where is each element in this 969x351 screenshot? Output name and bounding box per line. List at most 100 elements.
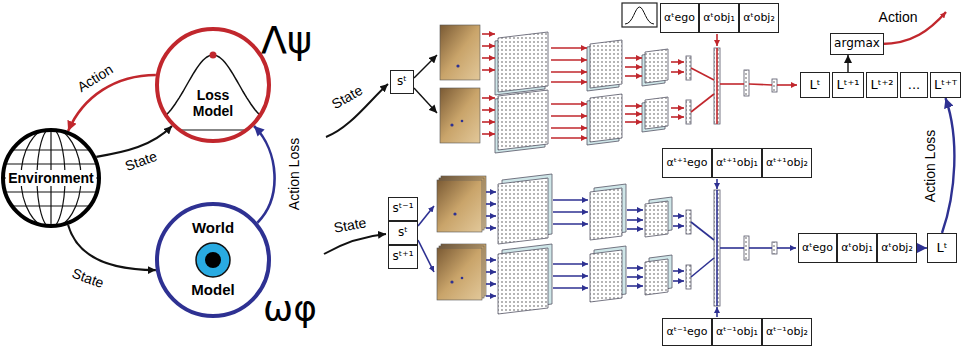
illustration-line bbox=[625, 105, 642, 107]
illustration-line bbox=[551, 71, 587, 73]
cell-label: αᵗobj₁ bbox=[703, 12, 735, 25]
illustration-line bbox=[716, 179, 718, 189]
state-cell: sᵗ⁺¹ bbox=[388, 245, 418, 269]
loss-model-circle-outline bbox=[155, 27, 271, 143]
text-holder: Environment bbox=[6, 169, 96, 187]
circle-border bbox=[157, 204, 269, 316]
illustration-circle bbox=[453, 212, 456, 215]
illustration-line bbox=[482, 121, 495, 123]
illustration-line bbox=[627, 228, 643, 230]
action-cell: αᵗ⁺¹obj₂ bbox=[762, 148, 812, 178]
illustration-line bbox=[625, 66, 642, 68]
illustration-line bbox=[551, 81, 587, 83]
text-holder: Loss Model bbox=[185, 87, 241, 120]
illustration-line bbox=[551, 137, 587, 139]
cell-label: αᵗobj₁ bbox=[841, 242, 873, 255]
free-label: Action bbox=[877, 9, 920, 25]
illustration-line bbox=[625, 121, 642, 123]
free-label: State bbox=[331, 214, 370, 236]
loss-cell: Lᵗ⁺² bbox=[866, 72, 898, 98]
illustration-line bbox=[777, 84, 797, 86]
illustration-polygon bbox=[590, 40, 622, 88]
cell-label: Lᵗ bbox=[936, 241, 947, 256]
illustration-polygon bbox=[498, 32, 548, 92]
cell-label: αᵗ⁻¹obj₁ bbox=[716, 326, 758, 339]
parallel bbox=[1, 163, 101, 164]
symbol-label: Λψ bbox=[261, 19, 312, 63]
illustration-line bbox=[482, 133, 495, 135]
illustration-polygon bbox=[498, 90, 548, 150]
edge-label-holder: Action bbox=[72, 59, 118, 97]
action-cell: αᵗobj₁ bbox=[699, 3, 739, 33]
cell-label: argmax bbox=[834, 37, 880, 51]
illustration-circle bbox=[450, 123, 453, 126]
illustration-rect bbox=[686, 265, 691, 289]
argmax-box: argmax bbox=[830, 33, 884, 55]
cell-label: αᵗobj₂ bbox=[881, 242, 913, 255]
illustration-line bbox=[777, 247, 796, 249]
illustration-line bbox=[486, 283, 496, 285]
action-cell: αᵗego bbox=[660, 3, 699, 33]
illustration-polygon bbox=[645, 49, 668, 83]
loss-model-circle: Loss ModelΛψ bbox=[155, 27, 271, 143]
parallel bbox=[1, 205, 101, 206]
node-label: Model bbox=[191, 281, 234, 298]
illustration-line bbox=[486, 271, 496, 273]
illustration-circle bbox=[450, 280, 453, 283]
illustration-line bbox=[671, 107, 684, 109]
loss-cell: Lᵗ⁺ᵀ bbox=[930, 72, 961, 98]
illustration-line bbox=[625, 57, 642, 59]
illustration-rect bbox=[772, 242, 777, 254]
illustration-circle bbox=[461, 277, 464, 280]
illustration-rect bbox=[437, 180, 482, 232]
illustration-line bbox=[553, 199, 588, 201]
illustration-polygon bbox=[498, 248, 548, 314]
illustration-line bbox=[486, 215, 496, 217]
node-label: Loss Model bbox=[185, 87, 241, 119]
connector bbox=[847, 55, 848, 72]
illustration-line bbox=[691, 68, 714, 80]
loss-cell: Lᵗ⁺¹ bbox=[832, 72, 864, 98]
illustration-line bbox=[553, 211, 588, 213]
action-cell: αᵗobj₂ bbox=[877, 233, 917, 263]
cell-label: ... bbox=[908, 78, 920, 93]
state-arrows bbox=[324, 55, 437, 254]
loss-cell: ... bbox=[900, 72, 928, 98]
state-cell: sᵗ⁻¹ bbox=[388, 197, 418, 221]
illustration-rect bbox=[686, 100, 691, 124]
illustration-line bbox=[749, 84, 772, 85]
connector bbox=[917, 247, 927, 249]
illustration-line bbox=[716, 48, 718, 124]
text-holder: Model bbox=[155, 281, 271, 299]
illustration-line bbox=[625, 113, 642, 115]
edge-label-holder: State bbox=[121, 146, 162, 175]
illustration-polygon bbox=[498, 178, 548, 244]
edge-label: State bbox=[68, 264, 108, 292]
parallel bbox=[1, 149, 101, 150]
illustration-line bbox=[553, 287, 588, 289]
illustration-g bbox=[495, 32, 777, 153]
cell-label: sᵗ⁻¹ bbox=[393, 202, 414, 216]
cell-label: αᵗobj₂ bbox=[743, 12, 775, 25]
illustration-line bbox=[720, 247, 744, 249]
illustration-line bbox=[716, 190, 718, 306]
illustration-line bbox=[551, 47, 587, 49]
illustration-line bbox=[482, 109, 495, 111]
illustration-line bbox=[673, 225, 684, 227]
gaussian-curve bbox=[155, 55, 271, 130]
illustration-polygon bbox=[645, 201, 668, 237]
edge-label: Action bbox=[72, 60, 117, 96]
node-label: World bbox=[192, 219, 234, 236]
illustration-polygon bbox=[590, 188, 622, 240]
peak-dot bbox=[210, 52, 217, 59]
cell-label: αᵗego bbox=[802, 242, 833, 255]
circle-fill bbox=[157, 204, 269, 316]
illustration-line bbox=[671, 61, 684, 63]
illustration-line bbox=[553, 223, 588, 225]
illustration-line bbox=[482, 45, 495, 47]
illustration-line bbox=[716, 307, 718, 317]
illustration-line bbox=[671, 71, 684, 73]
action-cell: αᵗobj₁ bbox=[837, 233, 877, 263]
